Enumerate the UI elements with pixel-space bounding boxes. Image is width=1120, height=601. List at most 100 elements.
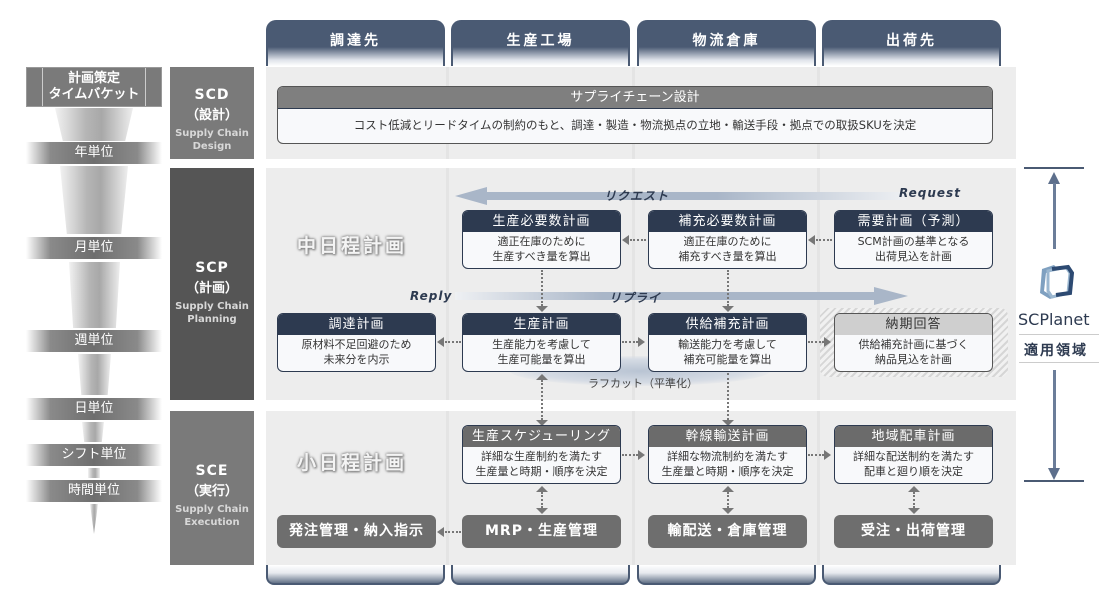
mid-term-plan-label: 中日程計画 [297, 235, 408, 257]
column-footer [822, 565, 1001, 585]
arrow-left-icon [808, 235, 815, 245]
scope-label: 適用領域 [1024, 343, 1088, 359]
request-label-jp: リクエスト [604, 189, 670, 203]
column-footer [451, 565, 630, 585]
arrow-right-icon [824, 337, 831, 347]
reply-label-en: Reply [410, 289, 453, 303]
plan-box-procurement: 調達計画 原材料不足回避のため未来分を内示 [277, 313, 436, 372]
funnel-segment [82, 422, 104, 442]
plan-box-demand-forecast: 需要計画（予測） SCM計画の基準となる出荷見込を計画 [834, 210, 993, 269]
request-label-en: Request [899, 186, 961, 200]
arrow-up-icon [1048, 172, 1060, 184]
arrow-down-icon [722, 508, 734, 514]
dotted-connector [630, 239, 646, 241]
request-arrowhead-icon [455, 187, 487, 205]
dotted-connector [445, 341, 461, 343]
arrow-down-icon [536, 420, 548, 426]
column-header-factory: 生産工場 [451, 20, 630, 66]
column-label: 出荷先 [886, 33, 937, 49]
divider [1019, 362, 1099, 363]
plan-box-production-requirement: 生産必要数計画 適正在庫のために生産すべき量を算出 [462, 210, 621, 269]
arrow-up-icon [536, 486, 548, 492]
plan-box-delivery-promise: 納期回答 供給補充計画に基づく納品見込を計画 [834, 313, 993, 372]
plan-box-replenishment-requirement: 補充必要数計画 適正在庫のために補充すべき量を算出 [648, 210, 807, 269]
funnel-tip [90, 504, 98, 534]
arrow-down-icon [722, 420, 734, 426]
plan-box-trunk-transport: 幹線輸送計画 詳細な物流制約を満たす生産量と時期・順序を決定 [648, 425, 807, 484]
unit-hour: 時間単位 [26, 480, 162, 502]
column-header-warehouse: 物流倉庫 [637, 20, 816, 66]
scope-line [1053, 370, 1056, 470]
dotted-connector [541, 380, 543, 420]
arrow-down-icon [722, 306, 734, 312]
funnel-segment [78, 354, 111, 395]
arrow-down-icon [536, 306, 548, 312]
scplanet-logo-icon [1040, 264, 1075, 299]
dotted-connector [445, 531, 461, 533]
request-arrow [486, 192, 906, 200]
dotted-connector [622, 341, 638, 343]
unit-year: 年単位 [26, 142, 162, 164]
unit-day: 日単位 [26, 398, 162, 420]
plan-box-production: 生産計画 生産能力を考慮して生産可能量を算出 [462, 313, 621, 372]
dotted-connector [541, 270, 543, 306]
dotted-connector [727, 270, 729, 306]
plan-box-regional-dispatch: 地域配車計画 詳細な配送制約を満たす配車と廻り順を決定 [834, 425, 993, 484]
short-term-plan-label: 小日程計画 [297, 452, 408, 474]
dotted-connector [727, 373, 729, 420]
arrow-up-icon [908, 486, 920, 492]
rough-cut-label: ラフカット（平準化） [588, 377, 698, 390]
reply-arrowhead-icon [874, 287, 908, 305]
funnel-segment [69, 262, 120, 328]
scd-design-box: サプライチェーン設計 コスト低減とリードタイムの制約のもと、調達・製造・物流拠点… [277, 86, 993, 144]
system-order-management: 発注管理・納入指示 [277, 515, 436, 548]
column-footer [637, 565, 816, 585]
system-transport-warehouse: 輸配送・倉庫管理 [648, 515, 807, 548]
divider [1019, 334, 1099, 335]
scope-bottom-line [1024, 480, 1084, 482]
unit-shift: シフト単位 [26, 444, 162, 466]
scd-box-desc: コスト低減とリードタイムの制約のもと、調達・製造・物流拠点の立地・輸送手段・拠点… [353, 118, 917, 132]
timebucket-header: 計画策定 タイムバケット [26, 67, 162, 107]
dotted-connector [816, 239, 832, 241]
column-header-destination: 出荷先 [822, 20, 1001, 66]
funnel-segment [88, 468, 100, 478]
plan-box-production-scheduling: 生産スケジューリング 詳細な生産制約を満たす生産量と時期・順序を決定 [462, 425, 621, 484]
column-header-procurement: 調達先 [266, 20, 445, 66]
scplanet-brand: SCPlanet [1018, 310, 1090, 329]
plan-box-supply-replenishment: 供給補充計画 輸送能力を考慮して補充可能量を算出 [648, 313, 807, 372]
arrow-right-icon [638, 450, 645, 460]
unit-month: 月単位 [26, 237, 162, 259]
arrow-right-icon [824, 450, 831, 460]
reply-label-jp: リプライ [609, 291, 662, 305]
scope-line [1053, 183, 1056, 249]
arrow-down-icon [1048, 468, 1060, 480]
arrow-up-icon [536, 374, 548, 380]
system-mrp: MRP・生産管理 [462, 515, 621, 548]
column-label: 生産工場 [506, 33, 575, 49]
dotted-connector [808, 341, 824, 343]
dotted-connector [808, 454, 824, 456]
funnel-segment [55, 108, 133, 141]
dotted-connector [541, 492, 543, 508]
arrow-left-icon [437, 337, 444, 347]
funnel-segment [60, 166, 128, 234]
arrow-right-icon [638, 337, 645, 347]
system-order-shipping: 受注・出荷管理 [834, 515, 993, 548]
arrow-left-icon [622, 235, 629, 245]
column-label: 物流倉庫 [692, 33, 761, 49]
scope-top-line [1024, 167, 1084, 169]
column-label: 調達先 [330, 33, 381, 49]
reply-arrow [455, 292, 875, 300]
column-footer [266, 565, 445, 585]
unit-week: 週単位 [26, 330, 162, 352]
dotted-connector [727, 492, 729, 508]
scd-box-title: サプライチェーン設計 [278, 87, 992, 109]
arrow-up-icon [722, 486, 734, 492]
dotted-connector [622, 454, 638, 456]
arrow-down-icon [908, 508, 920, 514]
dotted-connector [913, 492, 915, 508]
